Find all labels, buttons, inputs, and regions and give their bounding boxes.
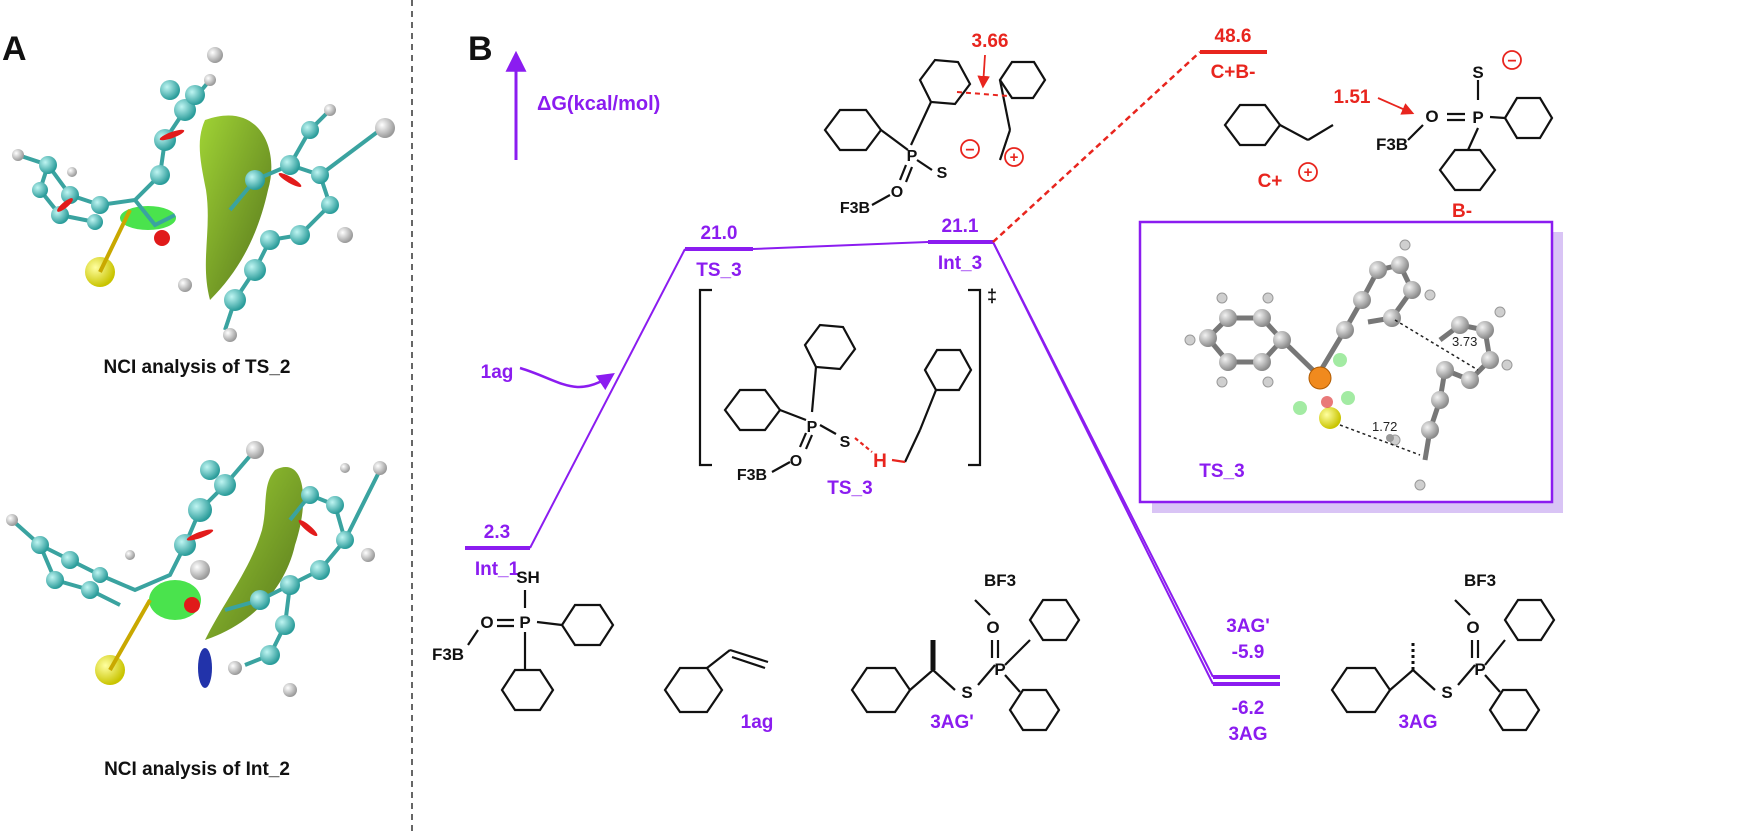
3agp-p-atom: P xyxy=(994,660,1005,679)
dist-151-label: 1.51 xyxy=(1334,87,1371,108)
3ag-bf3-group: BF3 xyxy=(1464,571,1496,590)
int1-structure xyxy=(467,590,615,712)
styrene-1ag-structure xyxy=(663,648,769,714)
inset-label: TS_3 xyxy=(1199,461,1244,482)
3ag-p-atom: P xyxy=(1474,660,1485,679)
level-cb-energy: 48.6 xyxy=(1215,26,1252,47)
3agp-s-atom: S xyxy=(961,683,972,702)
inset-ts3-model xyxy=(1184,239,1513,491)
level-int3-energy: 21.1 xyxy=(942,216,979,237)
3agp-o-atom: O xyxy=(986,618,999,637)
connector-ts3-int3 xyxy=(752,241,929,250)
int1-sh-group: SH xyxy=(516,568,540,587)
3agp-bf3-group: BF3 xyxy=(984,571,1016,590)
anion-f3b-group: F3B xyxy=(1376,135,1408,154)
level-3ag-name: 3AG xyxy=(1228,724,1267,745)
ts-h-bond xyxy=(891,458,906,464)
ts3-structure xyxy=(723,323,973,473)
ts-right-bracket xyxy=(968,288,982,467)
ts-s-atom: S xyxy=(840,434,851,451)
anion-p-atom: P xyxy=(1472,108,1483,127)
top-minus-sign: − xyxy=(965,142,974,159)
int1-f3b-group: F3B xyxy=(432,645,464,664)
connector-int1-ts3 xyxy=(529,248,686,549)
level-ts3-name: TS_3 xyxy=(696,260,741,281)
dist-151-arrow xyxy=(1377,97,1415,115)
cation-label: C+ xyxy=(1258,171,1283,192)
bottom-1ag-label: 1ag xyxy=(741,712,774,733)
anion-s-atom: S xyxy=(1472,63,1483,82)
int1-o-atom: O xyxy=(480,613,493,632)
ts-o-atom: O xyxy=(790,453,802,470)
level-int3-name: Int_3 xyxy=(938,253,982,274)
level-int1-name: Int_1 xyxy=(475,559,520,580)
top-s-atom: S xyxy=(937,165,948,182)
nci-ts2-molecule xyxy=(12,47,395,342)
cation-plus-sign: + xyxy=(1304,164,1313,181)
anion-o-atom: O xyxy=(1425,107,1438,126)
top-minus-charge xyxy=(960,139,980,159)
top-p-atom: P xyxy=(907,148,918,165)
inset-dist-172: 1.72 xyxy=(1372,419,1397,434)
level-int1-energy: 2.3 xyxy=(484,522,510,543)
anion-label: B- xyxy=(1452,201,1472,222)
axis-label: ΔG(kcal/mol) xyxy=(537,93,660,115)
nci-int2-molecule xyxy=(6,441,387,697)
ts-left-bracket xyxy=(698,288,712,467)
inset-dist-373: 3.73 xyxy=(1452,334,1477,349)
cation-plus-charge xyxy=(1298,162,1318,182)
inset-distance-line-2 xyxy=(1339,424,1421,456)
top-plus-charge xyxy=(1004,147,1024,167)
int1-p-atom: P xyxy=(519,613,530,632)
anion-minus-sign: − xyxy=(1507,53,1516,70)
int3-ion-pair-structure xyxy=(823,58,1047,206)
level-cb-name: C+B- xyxy=(1211,62,1256,83)
ts-h-transfer-dash xyxy=(854,437,873,453)
connector-int3-cb xyxy=(992,51,1201,243)
product-3ag-structure xyxy=(1330,598,1556,732)
level-ts3-energy: 21.0 xyxy=(701,223,738,244)
panel-a-letter: A xyxy=(2,30,27,68)
connector-int3-3ag xyxy=(992,241,1214,685)
level-3ag-energy: -6.2 xyxy=(1232,698,1265,719)
cation-c-structure xyxy=(1223,103,1334,147)
dist-366-arrow xyxy=(977,54,990,89)
anion-b-structure xyxy=(1407,80,1554,192)
panel-b-letter: B xyxy=(468,30,493,68)
top-plus-sign: + xyxy=(1010,149,1019,166)
level-3agp-energy: -5.9 xyxy=(1232,642,1265,663)
ts-h-atom: H xyxy=(873,451,887,472)
ts-p-atom: P xyxy=(807,419,818,436)
ts-dagger: ‡ xyxy=(987,286,997,306)
bottom-3ag-label: 3AG xyxy=(1398,712,1437,733)
nci-ts2-caption: NCI analysis of TS_2 xyxy=(104,357,291,378)
ts-caption: TS_3 xyxy=(827,478,872,499)
ts-f3b-group: F3B xyxy=(737,467,767,484)
top-f3b-group: F3B xyxy=(840,200,870,217)
bottom-3agp-label: 3AG' xyxy=(930,712,974,733)
inset-distance-line-1 xyxy=(1394,319,1479,371)
product-3agp-structure xyxy=(850,598,1081,732)
anion-minus-charge xyxy=(1502,50,1522,70)
reagent-1ag-label: 1ag xyxy=(481,362,514,383)
top-o-atom: O xyxy=(891,184,903,201)
dist-366-label: 3.66 xyxy=(972,31,1009,52)
3ag-s-atom: S xyxy=(1441,683,1452,702)
level-3agp-name: 3AG' xyxy=(1226,616,1270,637)
reagent-addition-arrow xyxy=(519,366,615,391)
3ag-o-atom: O xyxy=(1466,618,1479,637)
nci-int2-caption: NCI analysis of Int_2 xyxy=(104,759,290,780)
